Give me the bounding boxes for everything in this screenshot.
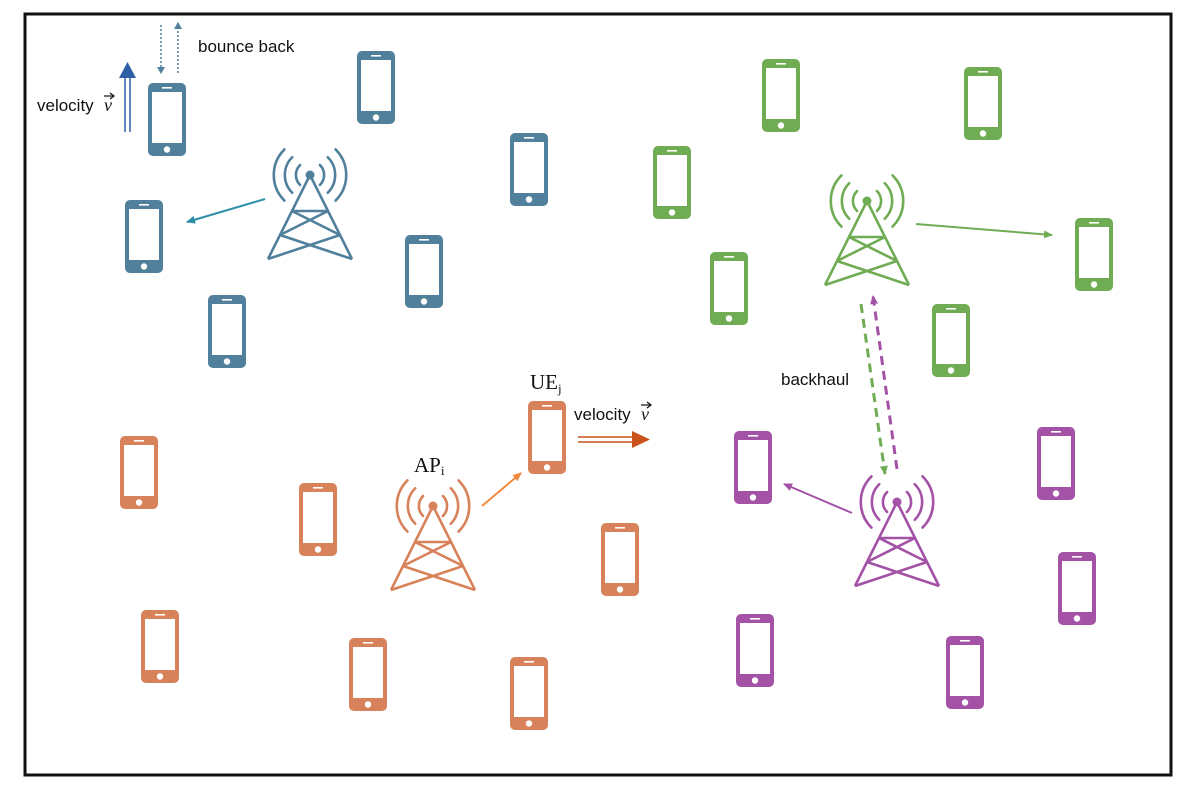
velocity-arrow-vertical <box>119 62 136 132</box>
smartphone-icon <box>299 483 337 556</box>
svg-text:UEj: UEj <box>530 370 562 396</box>
link-arrow-green <box>915 223 1053 239</box>
smartphone-icon <box>528 401 566 474</box>
smartphone-icon <box>141 610 179 683</box>
velocity-label-top: velocity v <box>37 92 115 115</box>
smartphone-icon <box>405 235 443 308</box>
smartphone-icon <box>601 523 639 596</box>
smartphone-icon <box>1058 552 1096 625</box>
smartphone-icon <box>1075 218 1113 291</box>
cell-tower-icon <box>853 475 941 588</box>
svg-text:velocity: velocity <box>574 405 631 424</box>
smartphone-icon <box>1037 427 1075 500</box>
ap-label: APi <box>414 453 445 478</box>
smartphone-icon <box>946 636 984 709</box>
link-arrow-purple <box>783 483 853 514</box>
smartphone-icon <box>653 146 691 219</box>
smartphone-icon <box>125 200 163 273</box>
link-arrow-orange <box>481 472 522 507</box>
svg-text:velocity: velocity <box>37 96 94 115</box>
towers-layer <box>266 148 941 592</box>
svg-text:v: v <box>641 404 649 424</box>
svg-text:v: v <box>104 95 112 115</box>
phones-layer <box>120 51 1113 730</box>
cell-tower-icon <box>389 479 477 592</box>
velocity-label-mid: velocity v <box>574 401 652 424</box>
smartphone-icon <box>710 252 748 325</box>
smartphone-icon <box>510 657 548 730</box>
smartphone-icon <box>734 431 772 504</box>
smartphone-icon <box>148 83 186 156</box>
svg-text:APi: APi <box>414 453 445 478</box>
smartphone-icon <box>510 133 548 206</box>
smartphone-icon <box>349 638 387 711</box>
smartphone-icon <box>357 51 395 124</box>
velocity-arrow-horizontal <box>578 431 650 448</box>
smartphone-icon <box>762 59 800 132</box>
smartphone-icon <box>964 67 1002 140</box>
bounce-back-label: bounce back <box>198 37 295 56</box>
smartphone-icon <box>932 304 970 377</box>
smartphone-icon <box>208 295 246 368</box>
smartphone-icon <box>120 436 158 509</box>
smartphone-icon <box>736 614 774 687</box>
backhaul-arrow-down <box>859 303 888 475</box>
ue-label: UEj <box>530 370 562 396</box>
link-arrow-blue <box>186 198 266 224</box>
backhaul-label: backhaul <box>781 370 849 389</box>
cell-tower-icon <box>266 148 354 261</box>
cell-tower-icon <box>823 174 911 287</box>
